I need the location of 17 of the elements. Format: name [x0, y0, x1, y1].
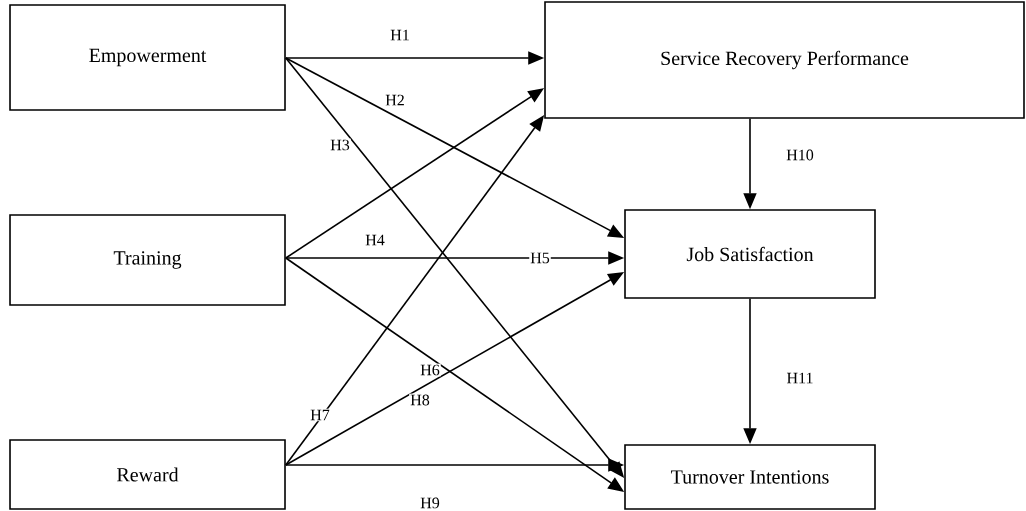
edge-label: H3: [329, 138, 351, 152]
edge-label: H8: [409, 393, 431, 407]
edge-label: H9: [419, 496, 441, 510]
box: Training: [9, 214, 286, 306]
edge-label: H11: [785, 371, 815, 385]
edge-label: H5: [529, 251, 551, 265]
box: Job Satisfaction: [624, 209, 876, 299]
edge-label: H10: [785, 148, 815, 162]
edge-label: H6: [419, 363, 441, 377]
box: Turnover Intentions: [624, 444, 876, 510]
edge-label: H1: [389, 28, 411, 42]
box: Reward: [9, 439, 286, 510]
edge-label: H4: [364, 233, 386, 247]
edge-label: H7: [309, 408, 331, 422]
edge-label: H2: [384, 93, 406, 107]
box: Empowerment: [9, 4, 286, 111]
box: Service Recovery Performance: [544, 1, 1025, 119]
